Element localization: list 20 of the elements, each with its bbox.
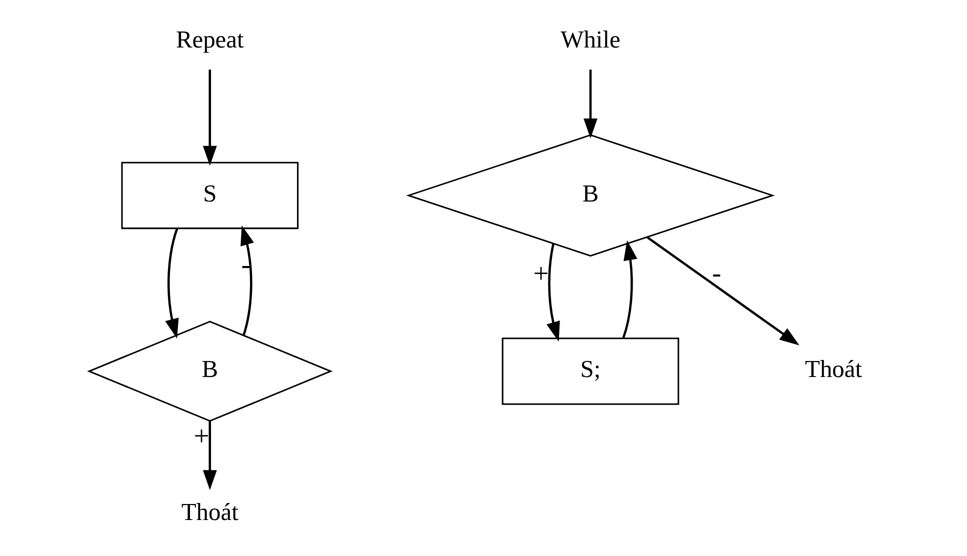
node-diamond: B: [406, 134, 775, 257]
arrow: [546, 244, 560, 342]
edge-label: -: [241, 248, 250, 280]
arrow: [584, 70, 598, 138]
arrow: [165, 228, 179, 339]
edge-label: +: [194, 420, 210, 452]
node-text: Thoát: [181, 498, 238, 526]
arrow: [202, 421, 217, 490]
edge-label: +: [533, 257, 549, 288]
node-box: S;: [502, 338, 680, 405]
arrow: [240, 225, 254, 336]
node-box: S: [121, 162, 299, 230]
arrow: [622, 240, 638, 339]
arrow: [646, 236, 800, 346]
node-text: While: [560, 26, 620, 54]
node-text: Thoát: [805, 356, 862, 384]
node-diamond: B: [87, 320, 333, 422]
node-text: Repeat: [176, 26, 244, 54]
edge-label: -: [712, 256, 722, 288]
arrow: [202, 70, 217, 166]
